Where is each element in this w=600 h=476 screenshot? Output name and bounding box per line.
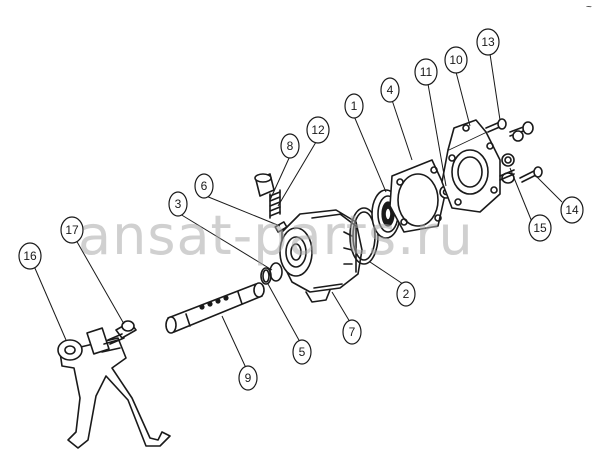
- callout-5: 5: [292, 339, 312, 365]
- ring-3: [269, 262, 283, 282]
- svg-text:13: 13: [481, 35, 495, 49]
- callout-11: 11: [414, 58, 438, 86]
- callout-10: 10: [444, 46, 468, 74]
- svg-text:11: 11: [420, 65, 433, 79]
- callout-15: 15: [528, 214, 552, 242]
- callout-13: 13: [476, 28, 500, 56]
- callout-9: 9: [238, 365, 258, 391]
- svg-text:17: 17: [65, 223, 79, 237]
- svg-text:6: 6: [201, 179, 208, 193]
- shift-fork: [57, 327, 171, 449]
- callout-3: 3: [168, 191, 188, 217]
- plug-8: [254, 173, 275, 197]
- callout-1: 1: [344, 93, 364, 119]
- svg-text:9: 9: [245, 371, 252, 385]
- svg-text:2: 2: [403, 287, 410, 301]
- pin-6: [274, 221, 288, 233]
- svg-text:15: 15: [533, 221, 547, 235]
- callout-2: 2: [396, 281, 416, 307]
- callout-4: 4: [380, 77, 400, 103]
- shift-rail: [165, 282, 265, 334]
- gasket-4: [389, 159, 447, 233]
- callout-6: 6: [194, 173, 214, 199]
- svg-text:5: 5: [299, 345, 306, 359]
- svg-text:10: 10: [449, 53, 463, 67]
- svg-text:4: 4: [387, 83, 394, 97]
- svg-text:12: 12: [311, 123, 325, 137]
- callout-16: 16: [18, 242, 42, 270]
- leader-lines: [33, 53, 563, 369]
- svg-text:14: 14: [565, 203, 579, 217]
- svg-text:1: 1: [351, 99, 358, 113]
- callout-7: 7: [342, 319, 362, 345]
- corner-mark: ~: [586, 2, 592, 13]
- cover-10: [441, 119, 501, 213]
- svg-text:8: 8: [287, 139, 294, 153]
- callout-17: 17: [60, 216, 84, 244]
- svg-text:7: 7: [349, 325, 356, 339]
- callout-8: 8: [280, 133, 300, 159]
- bolt-17: [107, 320, 137, 345]
- bolt-14: [499, 166, 543, 183]
- o-ring-2: [349, 207, 379, 265]
- watermark: ansat-parts.ru: [78, 204, 474, 267]
- cylinder-housing: [279, 209, 363, 303]
- callout-14: 14: [560, 196, 584, 224]
- bolt-13: [485, 118, 534, 142]
- svg-text:3: 3: [175, 197, 182, 211]
- svg-text:16: 16: [23, 249, 37, 263]
- callout-12: 12: [306, 116, 330, 144]
